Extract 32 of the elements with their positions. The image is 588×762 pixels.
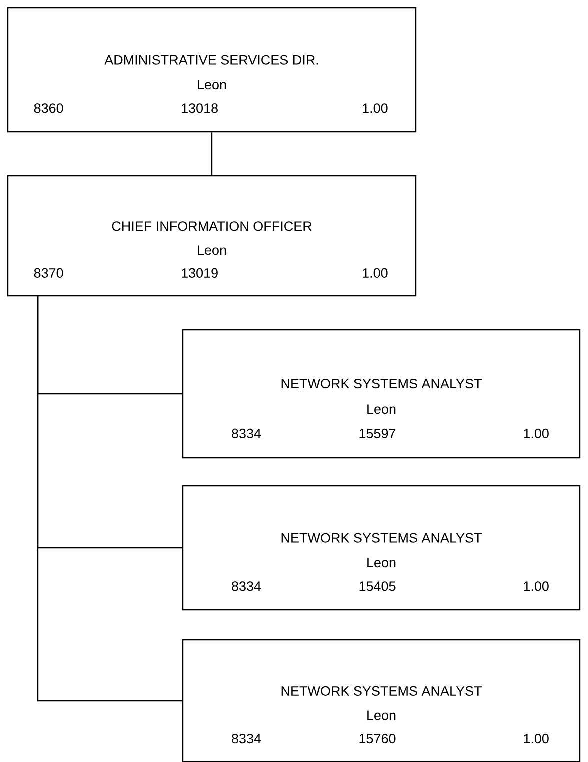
person-name: Leon — [368, 558, 396, 568]
position-title: NETWORK SYSTEMS ANALYST — [282, 686, 482, 696]
person-name: Leon — [198, 80, 226, 90]
position-number: 8334 — [232, 428, 262, 438]
position-number: 8360 — [34, 104, 64, 114]
fte-value: 1.00 — [363, 104, 388, 114]
position-title: NETWORK SYSTEMS ANALYST — [282, 379, 482, 389]
employee-number: 13018 — [182, 104, 218, 114]
org-chart-box — [182, 639, 581, 762]
employee-number: 15597 — [360, 428, 396, 438]
position-title: NETWORK SYSTEMS ANALYST — [282, 533, 482, 543]
org-chart-box — [182, 329, 581, 459]
connector-line — [211, 132, 213, 176]
employee-number: 13019 — [182, 268, 218, 278]
fte-value: 1.00 — [524, 582, 549, 592]
employee-number: 15760 — [360, 734, 396, 744]
position-number: 8334 — [232, 582, 262, 592]
org-chart-box — [182, 485, 581, 611]
person-name: Leon — [198, 246, 226, 256]
person-name: Leon — [368, 404, 396, 414]
position-title: CHIEF INFORMATION OFFICER — [112, 222, 312, 232]
org-chart-box — [7, 175, 417, 297]
fte-value: 1.00 — [524, 428, 549, 438]
fte-value: 1.00 — [363, 268, 388, 278]
employee-number: 15405 — [360, 582, 396, 592]
fte-value: 1.00 — [524, 734, 549, 744]
position-number: 8370 — [34, 268, 64, 278]
connector-line — [37, 296, 182, 702]
position-title: ADMINISTRATIVE SERVICES DIR. — [104, 55, 318, 65]
position-number: 8334 — [232, 734, 262, 744]
org-chart-box — [7, 7, 417, 133]
person-name: Leon — [368, 710, 396, 720]
